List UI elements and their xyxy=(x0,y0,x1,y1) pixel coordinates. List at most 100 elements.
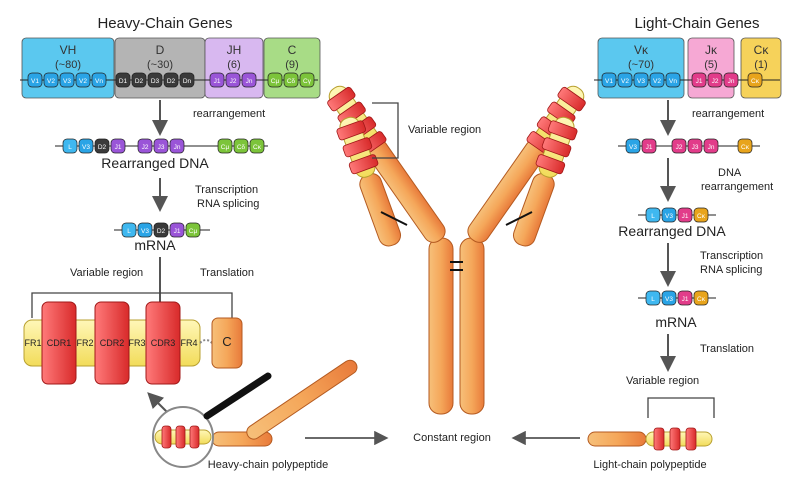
light-rearranged1-segment xyxy=(687,138,703,154)
heavy-title: Heavy-Chain Genes xyxy=(97,15,232,32)
heavy-gene-headers: VH(~80)D(~30)JH(6)C(9) xyxy=(21,37,321,99)
heavy-polypeptide-label: Heavy-chain polypeptide xyxy=(208,459,328,471)
heavy-rearranged-segment-label: J3 xyxy=(158,144,165,151)
heavy-header-count: (6) xyxy=(227,59,240,71)
heavy-gene-segment-label: V3 xyxy=(63,78,71,85)
heavy-gene-segment-label: V2 xyxy=(79,78,87,85)
heavy-header-count: (~30) xyxy=(147,59,173,71)
light-rearranged1-segment-label: J1 xyxy=(646,144,653,151)
cdr-loop xyxy=(541,137,572,158)
heavy-gene-segment-label: Vn xyxy=(95,78,103,85)
heavy-rearranged-segment-label: J2 xyxy=(142,144,149,151)
light-dna-line1: DNA xyxy=(718,167,742,179)
light-rearranged1-segment xyxy=(641,138,657,154)
light-variable-bracket xyxy=(647,397,715,418)
light-gene-segment xyxy=(707,72,723,88)
light-gene-segment-label: J1 xyxy=(696,78,703,85)
heavy-rearranged-segment-label: J1 xyxy=(115,144,122,151)
heavy-mrna-segment-label: D2 xyxy=(157,228,166,235)
heavy-rearranged-segment xyxy=(233,138,249,154)
heavy-rearranged-segment-label: Cμ xyxy=(221,144,230,151)
heavy-light-bond xyxy=(505,211,533,226)
light-rearranged1-segment-label: J3 xyxy=(692,144,699,151)
light-rearranged2-segment xyxy=(645,207,661,223)
heavy-gene-segment xyxy=(225,72,241,88)
heavy-gene-segment-label: Cμ xyxy=(271,78,280,85)
heavy-gene-segment-label: V1 xyxy=(31,78,39,85)
heavy-gene-segment xyxy=(267,72,283,88)
heavy-header-label: VH xyxy=(60,43,77,57)
light-dna-line2: rearrangement xyxy=(701,181,773,193)
heavy-header-count: (~80) xyxy=(55,59,81,71)
heavy-gene-segment xyxy=(299,72,315,88)
light-gene-segment-label: Cκ xyxy=(751,78,760,85)
heavy-rearranged-segment-label: Cκ xyxy=(253,144,262,151)
heavy-constant-stem-left xyxy=(428,237,454,415)
heavy-rearranged-segment xyxy=(169,138,185,154)
light-rearranged2-segment xyxy=(677,207,693,223)
light-header-label: Vκ xyxy=(634,43,649,57)
light-gene-segment xyxy=(723,72,739,88)
light-step2-line1: Transcription xyxy=(700,250,763,262)
heavy-rearranged-segment xyxy=(137,138,153,154)
heavy-translation: Translation xyxy=(200,267,254,279)
heavy-constant-stem-right xyxy=(459,237,485,415)
heavy-region-label: FR1 xyxy=(24,338,41,348)
constant-region-label: Constant region xyxy=(413,432,491,444)
heavy-mrna-segment-label: V3 xyxy=(141,228,149,235)
light-rearranged2-segment-label: L xyxy=(651,213,655,220)
heavy-rearranged-segment xyxy=(217,138,233,154)
heavy-mrna-segment-label: J1 xyxy=(174,228,181,235)
heavy-rearranged-segment xyxy=(62,138,78,154)
heavy-gene-segment-label: Dn xyxy=(183,78,192,85)
heavy-gene-segment xyxy=(283,72,299,88)
light-gene-segment xyxy=(617,72,633,88)
light-title: Light-Chain Genes xyxy=(634,15,759,32)
light-rearranged2-segment-label: Cκ xyxy=(697,213,706,220)
heavy-region-label: FR3 xyxy=(128,338,145,348)
light-rearranged1-segment xyxy=(737,138,753,154)
heavy-header-count: (9) xyxy=(285,59,298,71)
heavy-gene-segment xyxy=(115,72,131,88)
light-gene-segment-label: Vn xyxy=(669,78,677,85)
light-gene-segment-label: V2 xyxy=(653,78,661,85)
light-rearranged1-segment-label: V3 xyxy=(629,144,637,151)
heavy-variable-label: Variable region xyxy=(70,267,143,279)
light-mrna-segment-label: J1 xyxy=(682,296,689,303)
light-variable-label: Variable region xyxy=(626,375,699,387)
light-gene-segment-label: Jn xyxy=(728,78,735,85)
center-variable-bracket xyxy=(372,102,399,159)
heavy-region-label: CDR1 xyxy=(47,338,72,348)
heavy-mrna-segment xyxy=(185,222,201,238)
heavy-gene-segment xyxy=(209,72,225,88)
heavy-gene-segment xyxy=(91,72,107,88)
heavy-gene-segment xyxy=(241,72,257,88)
heavy-gene-segment xyxy=(179,72,195,88)
heavy-mrna-segment-label: L xyxy=(127,228,131,235)
cdr-loop xyxy=(557,86,586,112)
heavy-rearranged-segment-label: Jn xyxy=(174,144,181,151)
heavy-light-bond xyxy=(380,211,408,226)
heavy-mrna-segment xyxy=(153,222,169,238)
heavy-region-label: FR2 xyxy=(76,338,93,348)
light-gene-segment xyxy=(665,72,681,88)
light-mrna-segment-label: V3 xyxy=(665,296,673,303)
heavy-rearranged-segment xyxy=(153,138,169,154)
cdr-loop xyxy=(547,120,578,141)
light-gene-segment xyxy=(691,72,707,88)
heavy-gene-segment-label: D3 xyxy=(151,78,160,85)
cdr-loop xyxy=(348,154,379,175)
light-rearranged1-segment-label: Jn xyxy=(708,144,715,151)
heavy-gene-segment-label: J1 xyxy=(214,78,221,85)
heavy-mrna-label: mRNA xyxy=(134,237,176,253)
heavy-region-label: FR4 xyxy=(180,338,197,348)
heavy-gene-segment-label: Cδ xyxy=(287,78,296,85)
heavy-step2-line2: RNA splicing xyxy=(197,198,259,210)
light-mrna-segment-label: Cκ xyxy=(697,296,706,303)
heavy-gene-segment xyxy=(75,72,91,88)
